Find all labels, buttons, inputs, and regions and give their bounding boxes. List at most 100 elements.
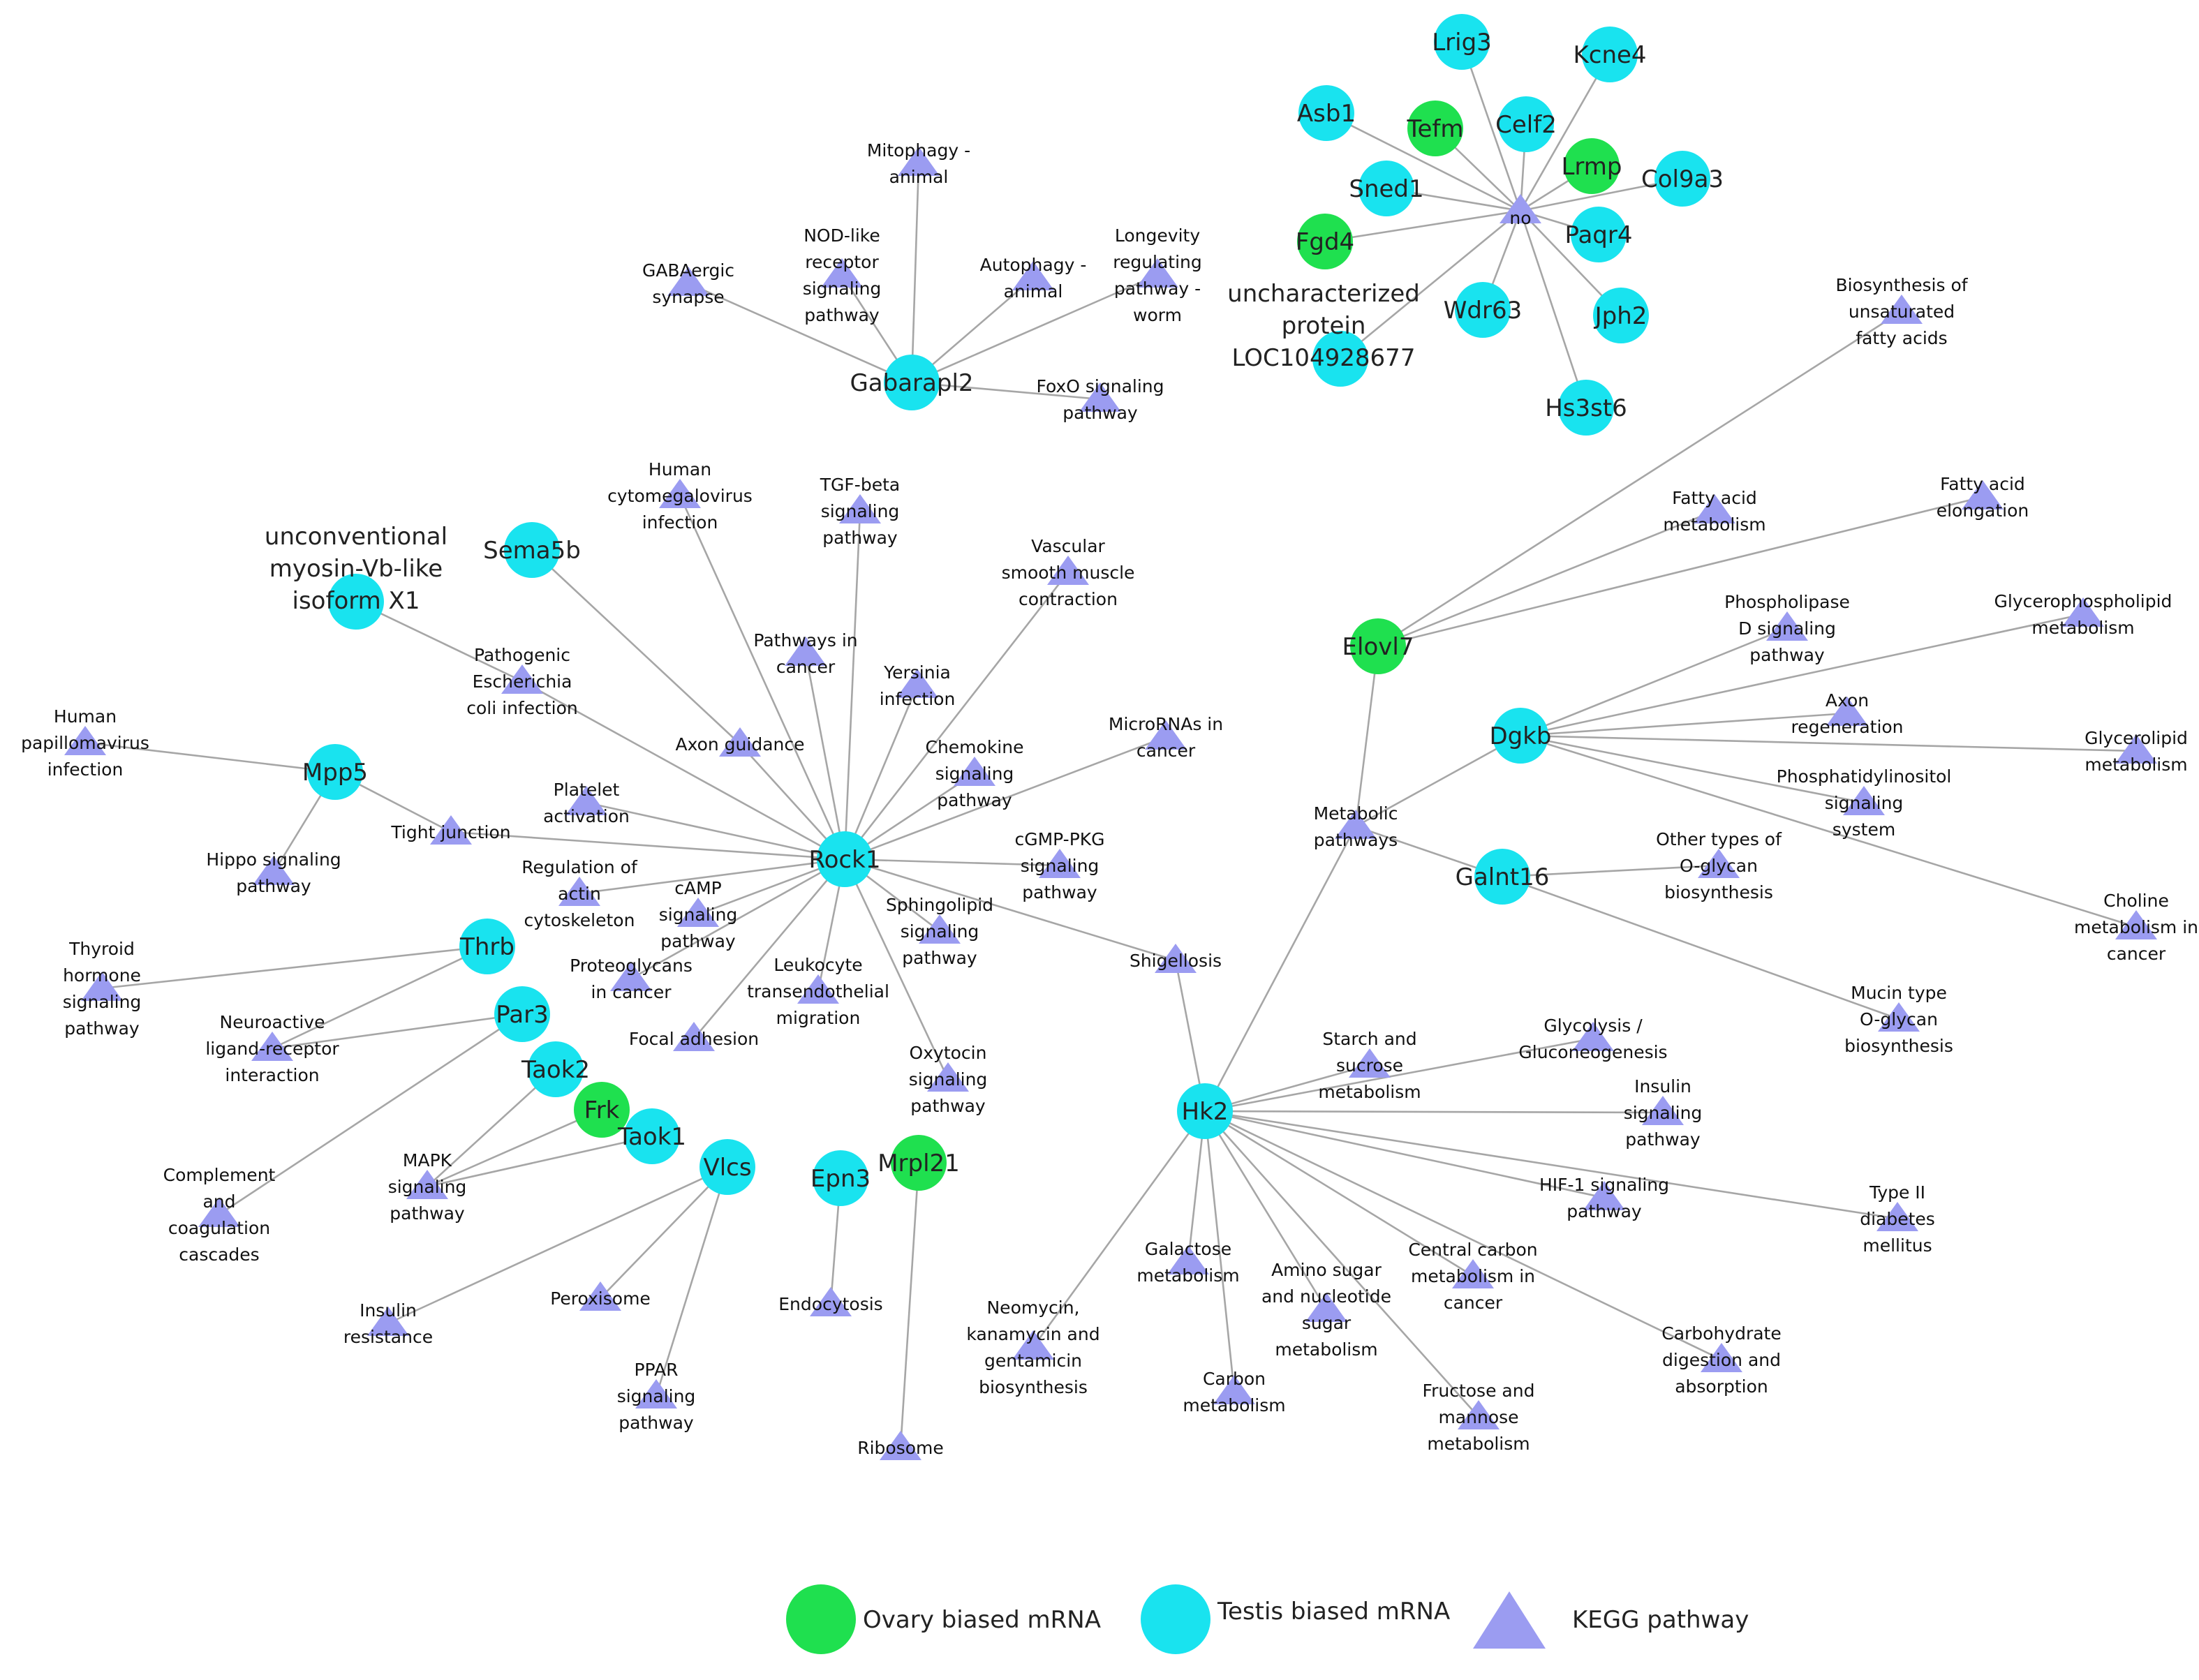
testis-gene-node-Vlcs (699, 1139, 755, 1195)
pathway-node-p_starch (1349, 1048, 1391, 1078)
pathway-node-p_hcmv (659, 479, 701, 508)
pathway-node-p_hpv (64, 726, 106, 755)
edge-no-Lrig3 (1460, 41, 1522, 211)
pathway-node-p_proteo (610, 962, 652, 991)
pathway-node-p_actin (558, 877, 600, 906)
pathway-node-p_complement (198, 1198, 240, 1227)
edge-Thrb-p_thyroid (101, 945, 488, 990)
testis-gene-node-Mpp5 (307, 744, 363, 800)
pathway-node-p_thyroid (81, 972, 123, 1001)
edge-Hk2-p_carbon (1204, 1110, 1236, 1392)
pathway-node-p_aminosugar (1305, 1293, 1347, 1322)
edge-Hk2-p_neomycin (1032, 1110, 1206, 1348)
edge-Dgkb-p_pi (1520, 734, 1865, 804)
node-label-p_autophagy: Autophagy -animal (980, 255, 1087, 302)
node-label-p_peroxisome: Peroxisome (550, 1288, 651, 1309)
edge-Taok1-p_mapk (427, 1135, 653, 1188)
node-label-Wdr63: Wdr63 (1444, 297, 1522, 325)
pathway-node-p_sphingo (919, 914, 961, 944)
edge-Mrpl21-p_ribosome (899, 1162, 920, 1448)
edge-Galnt16-p_mucin (1502, 875, 1900, 1020)
node-label-p_axon: Axon guidance (675, 734, 804, 754)
edge-Hk2-p_starch (1204, 1064, 1370, 1113)
node-label-Jph2: Jph2 (1594, 302, 1648, 330)
edge-Dgkb-p_axonreg (1520, 712, 1848, 737)
edge-Hk2-p_t2d (1204, 1110, 1898, 1220)
pathway-node-p_shigellosis (1155, 944, 1197, 973)
edge-Gabarapl2-p_gaba (688, 282, 912, 384)
ovary-gene-node-Fgd4 (1297, 214, 1353, 269)
testis-gene-node-Sned1 (1358, 161, 1414, 216)
testis-gene-node-Hs3st6 (1558, 380, 1614, 436)
ovary-gene-node-Tefm (1407, 101, 1463, 156)
pathway-node-p_choline (2115, 910, 2157, 939)
pathway-node-p_pic (785, 637, 827, 666)
pathway-node-p_carbdig (1701, 1343, 1742, 1372)
pathway-node-p_hif (1583, 1181, 1625, 1210)
testis-gene-node-Epn3 (813, 1150, 868, 1206)
node-label-Taok2: Taok2 (521, 1056, 590, 1084)
node-label-Par3: Par3 (496, 1001, 548, 1029)
pathway-node-p_ecoli (501, 664, 543, 694)
edge-Galnt16-p_otherglycan (1502, 864, 1719, 878)
testis-gene-node-Par3 (494, 986, 550, 1042)
pathway-node-p_foxo (1079, 382, 1121, 412)
pathway-node-p_axonreg (1826, 697, 1868, 726)
testis-gene-node-Taok2 (528, 1041, 584, 1097)
edge-no-LOC104928677 (1340, 209, 1521, 360)
node-label-Mrpl21: Mrpl21 (878, 1150, 960, 1177)
testis-gene-node-Sema5b (504, 522, 560, 578)
edge-Frk-p_mapk (427, 1108, 602, 1188)
pathway-node-p_neomycin (1012, 1330, 1054, 1360)
edge-Hk2-p_glycolysis (1204, 1037, 1594, 1113)
edge-Hk2-p_insulin (1204, 1110, 1664, 1114)
node-label-Col9a3: Col9a3 (1641, 165, 1724, 193)
edge-Rock1-p_platelet (586, 801, 845, 861)
ovary-gene-node-Lrmp (1564, 138, 1620, 194)
node-label-Hk2: Hk2 (1182, 1098, 1229, 1126)
pathway-node-p_t2d (1876, 1202, 1918, 1231)
pathway-node-p_focal (673, 1022, 715, 1051)
edge-Par3-p_complement (219, 1013, 523, 1216)
pathway-node-p_fructose (1458, 1400, 1500, 1429)
edge-Par3-p_neuro (272, 1013, 523, 1050)
pathway-node-p_vsmc (1047, 556, 1089, 585)
edge-Hk2-p_fructose (1204, 1110, 1479, 1418)
pathway-node-p_oxytocin (927, 1062, 969, 1092)
pathway-node-p_gaba (667, 267, 709, 296)
pathway-node-p_tgf (839, 494, 881, 523)
node-label-Hs3st6: Hs3st6 (1545, 394, 1627, 422)
pathway-node-p_insulin (1642, 1096, 1684, 1125)
pathway-node-p_mucin (1878, 1002, 1920, 1032)
node-label-Galnt16: Galnt16 (1456, 863, 1550, 891)
edge-Sema5b-p_axon (531, 549, 741, 745)
edge-Hk2-p_carbdig (1204, 1110, 1722, 1361)
edge-Rock1-p_cgmp (844, 858, 1060, 867)
edge-Dgkb-p_glycerolipid (1520, 734, 2137, 752)
edge-no-Fgd4 (1324, 209, 1521, 243)
node-label-Frk: Frk (584, 1097, 620, 1124)
